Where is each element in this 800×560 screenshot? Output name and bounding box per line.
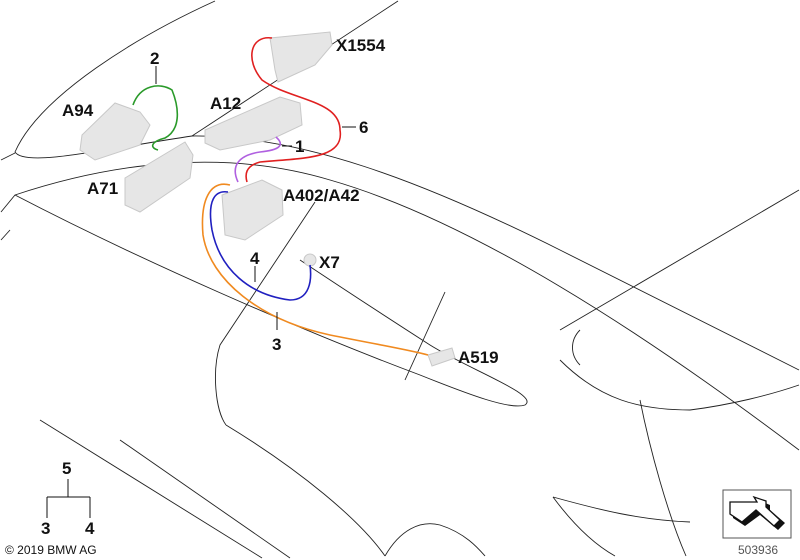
label-a71: A71 [87,179,118,198]
part-a12[interactable] [204,96,303,151]
part-a71[interactable] [124,141,194,213]
view-orientation-icon[interactable] [722,489,792,539]
label-2: 2 [150,49,159,68]
label-a94: A94 [62,101,94,120]
wire-1 [234,136,281,183]
part-x7[interactable] [303,253,317,267]
label-a402-a42: A402/A42 [283,186,360,205]
part-a402[interactable] [221,179,284,241]
label-1: 1 [295,137,304,156]
wire-2 [132,85,179,151]
wire-4 [209,191,312,301]
label-a12: A12 [210,94,241,113]
leader-lines [155,66,356,330]
label-x1554: X1554 [336,36,386,55]
label-a519: A519 [458,348,499,367]
assembly-legend: 5 3 4 [41,459,95,538]
image-number: 503936 [738,543,778,557]
legend-child-3: 3 [41,519,50,538]
wire-6 [245,37,341,183]
part-x1554[interactable] [269,31,333,83]
wire-3 [201,183,429,356]
label-4: 4 [250,249,260,268]
label-3: 3 [272,335,281,354]
part-a94[interactable] [79,102,151,161]
label-x7: X7 [319,253,340,272]
label-6: 6 [359,118,368,137]
legend-parent: 5 [62,459,71,478]
copyright: © 2019 BMW AG [5,543,97,557]
legend-child-4: 4 [85,519,95,538]
part-a519[interactable] [427,347,456,367]
